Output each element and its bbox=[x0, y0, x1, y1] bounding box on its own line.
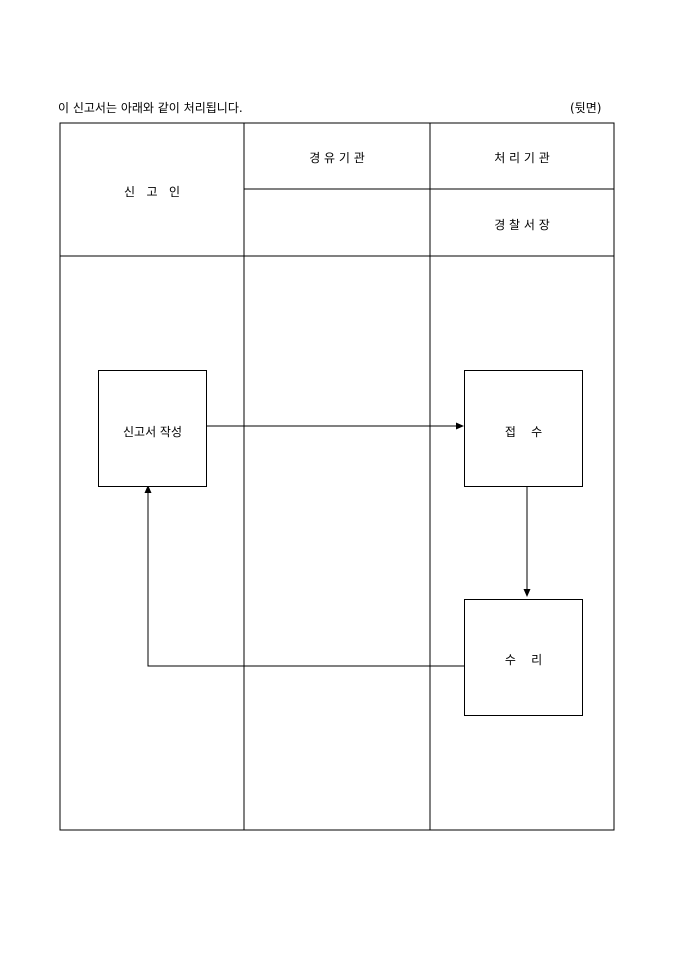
via-agency-header: 경 유 기 관 bbox=[309, 151, 365, 165]
page-side-label: (뒷면) bbox=[570, 101, 602, 115]
arrow-accept-to-write bbox=[144, 485, 465, 667]
receive-box: 접 수 bbox=[464, 370, 583, 487]
arrow-write-to-receive bbox=[207, 422, 464, 430]
accept-box: 수 리 bbox=[464, 599, 583, 716]
receive-label: 접 수 bbox=[504, 425, 543, 439]
notice-text: 이 신고서는 아래와 같이 처리됩니다. bbox=[58, 101, 243, 115]
write-report-box: 신고서 작성 bbox=[98, 370, 207, 487]
police-chief-header: 경 찰 서 장 bbox=[494, 218, 550, 232]
accept-label: 수 리 bbox=[504, 653, 543, 667]
write-report-label: 신고서 작성 bbox=[122, 425, 182, 439]
applicant-header: 신 고 인 bbox=[123, 185, 180, 199]
arrow-receive-to-accept bbox=[523, 487, 531, 597]
processing-agency-header: 처 리 기 관 bbox=[494, 151, 550, 165]
